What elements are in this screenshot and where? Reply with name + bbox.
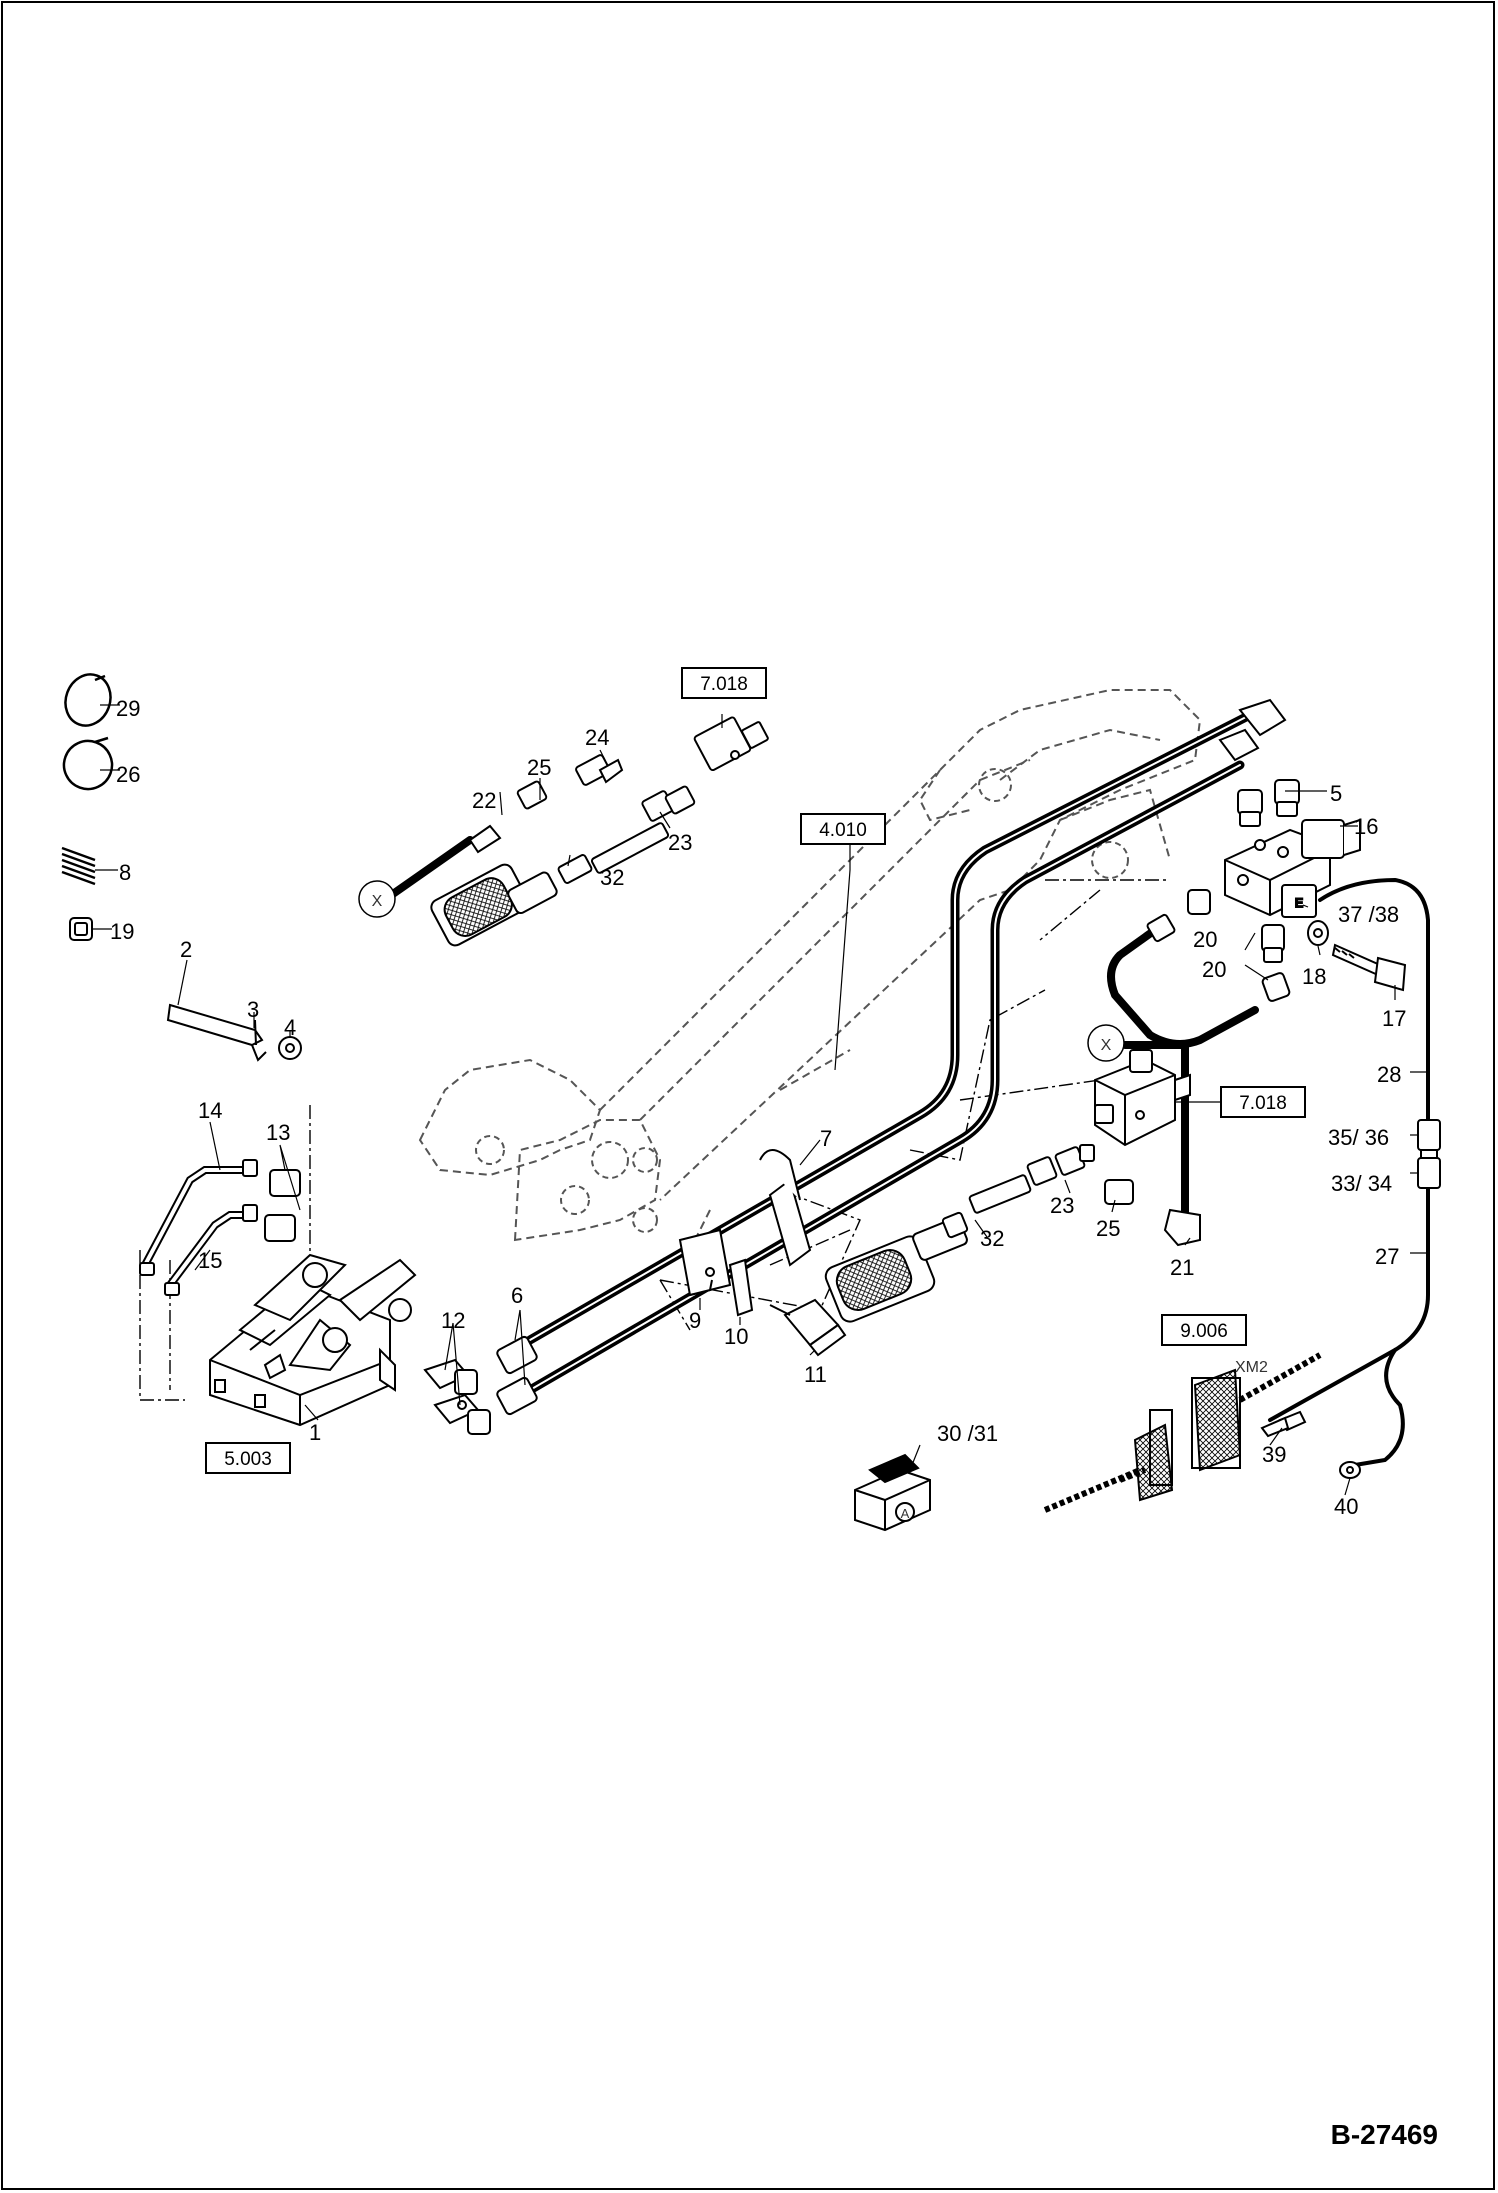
part-number: 40 bbox=[1334, 1494, 1358, 1519]
reference-text: 4.010 bbox=[819, 820, 867, 841]
connector-block-xm2 bbox=[1133, 1368, 1242, 1502]
part-number: 15 bbox=[198, 1248, 222, 1273]
reference-text: 9.006 bbox=[1180, 1321, 1228, 1342]
part-number: 6 bbox=[511, 1283, 523, 1308]
part-number: 12 bbox=[441, 1308, 465, 1333]
bolt-17 bbox=[1331, 943, 1407, 992]
part-number: 3 bbox=[247, 997, 259, 1022]
part-number: 29 bbox=[116, 696, 140, 721]
part-number: 10 bbox=[724, 1324, 748, 1349]
pipe-14-core bbox=[143, 1168, 245, 1287]
hydraulic-hoses bbox=[386, 710, 1430, 1467]
reference-box-7018-top: 7.018 bbox=[681, 667, 767, 699]
part-number: 32 bbox=[600, 865, 624, 890]
part-number: 2 bbox=[180, 937, 192, 962]
quick-coupler-body bbox=[209, 1253, 417, 1427]
part-number: 9 bbox=[689, 1308, 701, 1333]
cross-marker-text: X bbox=[1101, 1037, 1112, 1054]
reference-box-9006: 9.006 bbox=[1161, 1314, 1247, 1346]
solenoid-valve-16: E bbox=[1224, 818, 1361, 918]
part-number: 1 bbox=[309, 1420, 321, 1445]
cross-marker-text: X bbox=[372, 893, 383, 910]
part-number: 5 bbox=[1330, 781, 1342, 806]
part-numbers: 29 26 8 19 2 3 4 14 13 15 1 12 6 9 10 11… bbox=[110, 696, 1406, 1519]
part-number: 33/ 34 bbox=[1331, 1171, 1392, 1196]
part-number: 30 /31 bbox=[937, 1421, 998, 1446]
boom-pivot-bosses bbox=[475, 768, 1129, 1233]
callout-leaders bbox=[92, 704, 1428, 1496]
pipe-14 bbox=[141, 1166, 245, 1288]
switch-symbol-text: A bbox=[901, 1506, 910, 1521]
rocker-switch bbox=[854, 1453, 931, 1532]
part-number: 24 bbox=[585, 725, 609, 750]
svg-text:E: E bbox=[1295, 896, 1303, 910]
fittings-13 bbox=[139, 1159, 301, 1296]
part-number: 4 bbox=[284, 1015, 296, 1040]
part-number: 37 /38 bbox=[1338, 902, 1399, 927]
reference-text: 5.003 bbox=[224, 1449, 272, 1470]
drawing-number: B-27469 bbox=[1331, 2119, 1438, 2150]
hose-ends-6 bbox=[496, 1335, 538, 1416]
hose-clamp-block bbox=[678, 1149, 847, 1357]
part-number: 32 bbox=[980, 1226, 1004, 1251]
dashed-wire-bundles bbox=[1043, 1352, 1322, 1513]
connector-xm2-label: XM2 bbox=[1235, 1359, 1268, 1376]
hose-clamps bbox=[62, 673, 114, 791]
quick-coupler-assy-top bbox=[430, 716, 769, 947]
reference-box-7018-mid: 7.018 bbox=[1220, 1086, 1306, 1118]
part-number: 26 bbox=[116, 762, 140, 787]
part-number: 17 bbox=[1382, 1006, 1406, 1031]
spring-8 bbox=[61, 846, 96, 886]
cross-marker-top: X bbox=[358, 880, 396, 918]
reference-text: 7.018 bbox=[1239, 1093, 1287, 1114]
part-number: 39 bbox=[1262, 1442, 1286, 1467]
quick-coupler-assy-lower bbox=[824, 1144, 1201, 1323]
fittings-20 bbox=[1146, 889, 1291, 1002]
part-number: 14 bbox=[198, 1098, 222, 1123]
part-number: 13 bbox=[266, 1120, 290, 1145]
part-number: 28 bbox=[1377, 1062, 1401, 1087]
part-number: 27 bbox=[1375, 1244, 1399, 1269]
part-number: 23 bbox=[1050, 1193, 1074, 1218]
fittings-5 bbox=[1218, 698, 1300, 827]
reference-box-5003: 5.003 bbox=[205, 1442, 291, 1474]
part-number: 25 bbox=[1096, 1216, 1120, 1241]
part-number: 20 bbox=[1193, 927, 1217, 952]
part-number: 19 bbox=[110, 919, 134, 944]
plug-19 bbox=[69, 917, 93, 941]
reference-text: 7.018 bbox=[700, 674, 748, 695]
electrical-plugs bbox=[1260, 1119, 1441, 1479]
washer-18 bbox=[1307, 920, 1329, 946]
reference-box-4010: 4.010 bbox=[800, 813, 886, 845]
part-number: 16 bbox=[1354, 814, 1378, 839]
part-number: 8 bbox=[119, 860, 131, 885]
part-number: 20 bbox=[1202, 957, 1226, 982]
part-number: 21 bbox=[1170, 1255, 1194, 1280]
switching-valve-lower bbox=[1094, 1049, 1191, 1147]
part-number: 11 bbox=[804, 1362, 827, 1387]
part-number: 7 bbox=[820, 1126, 832, 1151]
part-number: 22 bbox=[472, 788, 496, 813]
part-number: 35/ 36 bbox=[1328, 1125, 1389, 1150]
part-number: 23 bbox=[668, 830, 692, 855]
part-number: 18 bbox=[1302, 964, 1326, 989]
part-number: 25 bbox=[527, 755, 551, 780]
pin-assy bbox=[166, 1003, 302, 1062]
cross-marker-mid: X bbox=[1087, 1024, 1125, 1062]
